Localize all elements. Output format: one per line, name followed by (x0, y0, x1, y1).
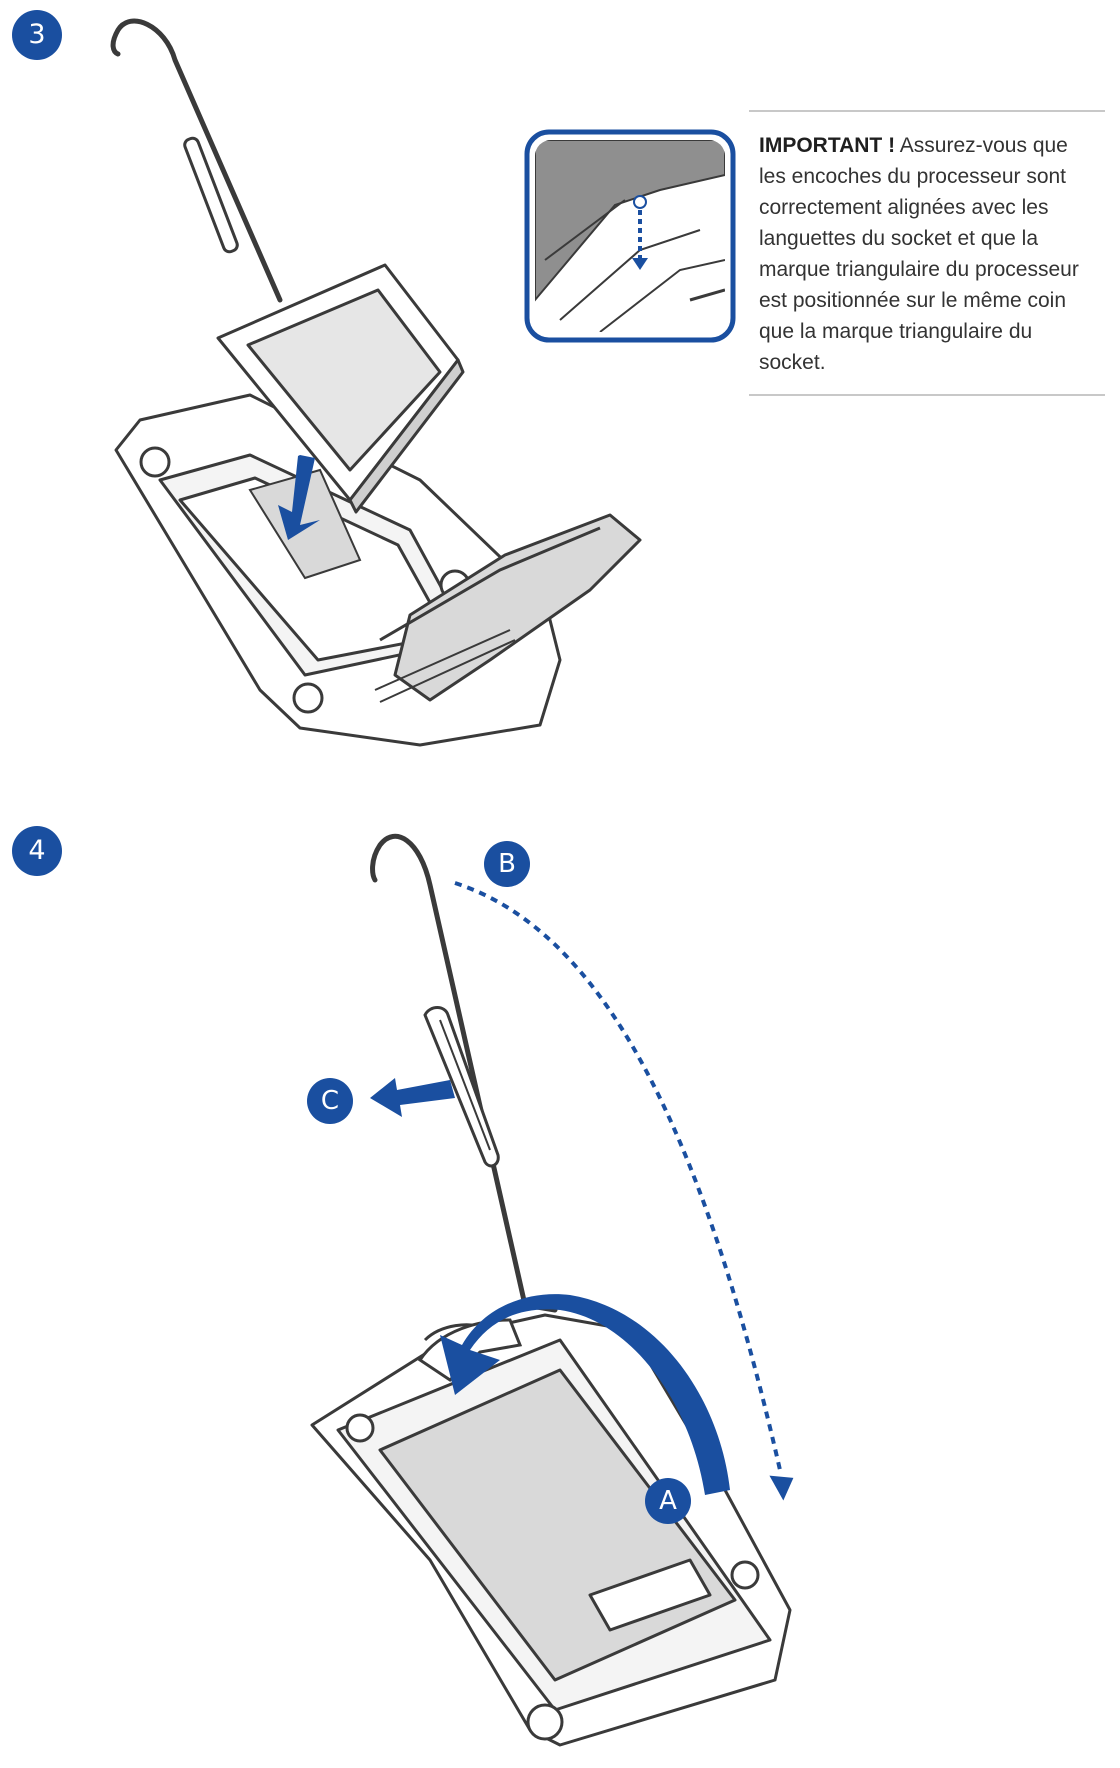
step3-cpu (216, 263, 465, 514)
callout-label-c: C (307, 1078, 353, 1124)
step4-socket (310, 1313, 792, 1747)
important-body: Assurez-vous que les encoches du process… (759, 134, 1079, 374)
step4-arc-b (454, 881, 782, 1471)
step4-arrow-a (440, 1294, 730, 1495)
callout-label-a: A (645, 1478, 691, 1524)
step4-arrow-c (370, 1078, 455, 1117)
step4-cap-c (423, 1006, 500, 1168)
step4-illustration (310, 833, 794, 1747)
step4-load-lever (370, 833, 558, 1313)
important-note: IMPORTANT ! Assurez-vous que les encoche… (749, 110, 1105, 396)
important-heading: IMPORTANT ! (759, 134, 896, 157)
callout-label-b: B (484, 841, 530, 887)
step3-illustration (110, 18, 642, 747)
step3-load-lever (110, 18, 283, 303)
step-4-badge: 4 (12, 826, 62, 876)
step-3-badge: 3 (12, 10, 62, 60)
step3-down-arrow (278, 455, 320, 540)
step3-callout-zoom (524, 129, 736, 343)
